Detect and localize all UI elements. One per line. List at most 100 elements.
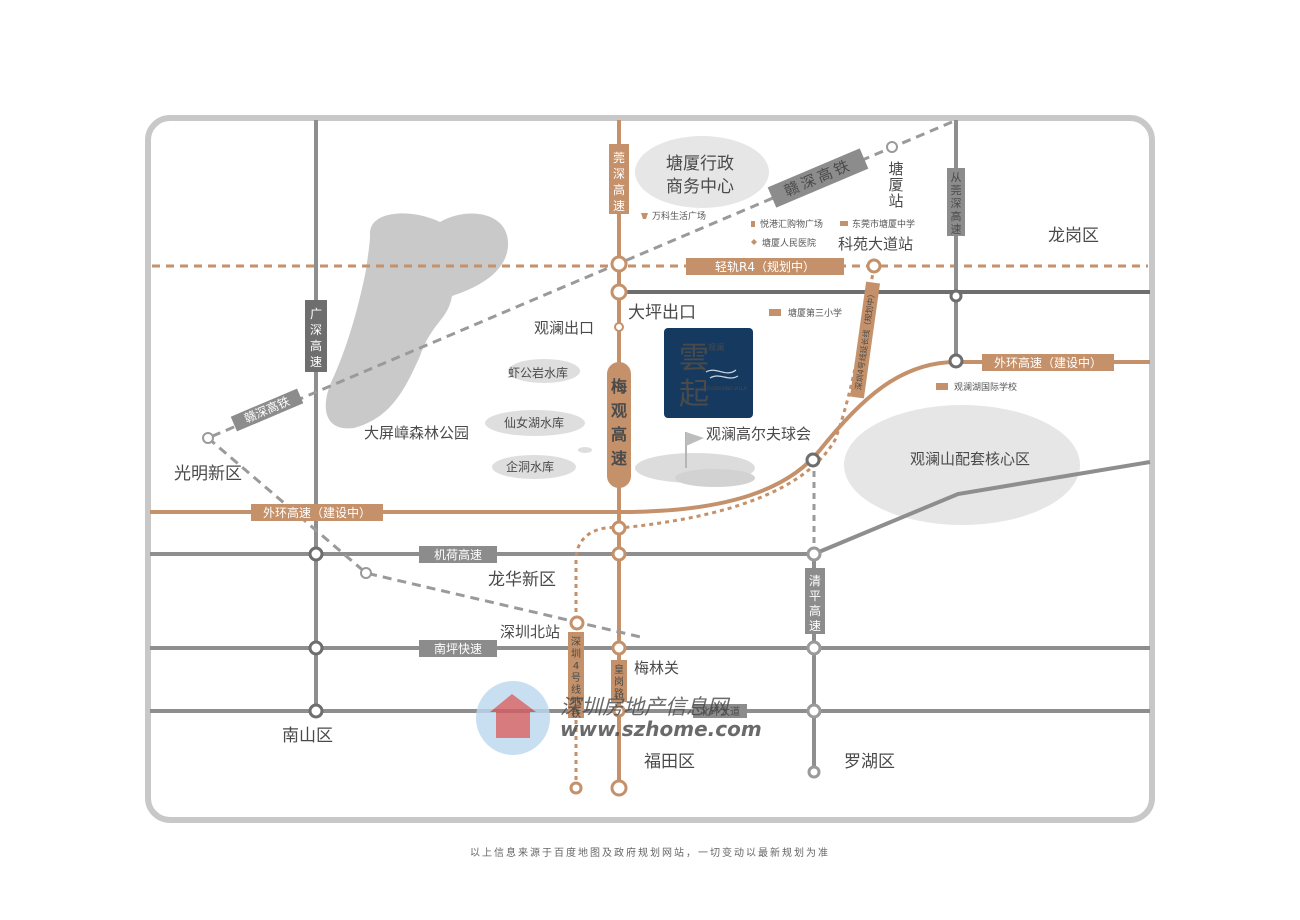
school-icon: [840, 221, 848, 226]
beihuan-label: 北环大道: [700, 705, 740, 718]
footer-disclaimer: 以上信息来源于百度地图及政府规划网站，一切变动以最新规划为准: [470, 848, 830, 859]
project-char-2: 起: [679, 377, 709, 412]
school-icon-3: [936, 383, 948, 390]
node-meiguan-end: [610, 779, 628, 797]
metro4-char-4: 线: [571, 683, 581, 696]
meiguan-badge: [607, 362, 631, 488]
conguan-char-3: 高: [951, 209, 962, 223]
metro-line4-extension: [574, 265, 876, 788]
metro4-char-0: 深: [571, 636, 581, 648]
meiguan-char-1: 观: [611, 401, 627, 420]
huanggang-char-1: 岗: [614, 676, 624, 688]
forest-park-label: 大屏嶂森林公园: [364, 424, 469, 442]
poi-vanke: 万科生活广场: [652, 210, 706, 222]
guangshen-char-1: 深: [310, 323, 322, 337]
district-longhua: 龙华新区: [488, 570, 556, 590]
poi-intl-school: 观澜湖国际学校: [954, 381, 1017, 393]
guanshen-top-char-1: 深: [613, 167, 625, 181]
r4-label: 轻轨R4（规划中）: [715, 259, 815, 274]
shenzhen-north-label: 深圳北站: [500, 623, 560, 641]
daping-exit-label: 大坪出口: [628, 303, 696, 323]
project-logo-box: [664, 328, 753, 418]
guanshen-top-char-0: 莞: [613, 151, 625, 165]
node-daping: [610, 283, 628, 301]
guanshen-top-badge: [609, 144, 629, 214]
guangshen-char-2: 高: [310, 338, 322, 353]
small-pond: [578, 447, 592, 453]
nanping-badge: [419, 640, 497, 657]
poi-yuegang: 悦港汇购物广场: [760, 218, 823, 230]
outer-ring-left-label: 外环高速（建设中）: [263, 505, 371, 520]
guanshen-top-char-3: 速: [613, 199, 625, 213]
beihuan-badge: [693, 704, 747, 718]
poi-third-school: 塘厦第三小学: [788, 307, 842, 319]
guanlan-exit-label: 观澜出口: [534, 319, 594, 337]
ganshen-top-badge: [767, 148, 869, 208]
node-guangshen-jihe: [308, 546, 324, 562]
node-keyuan: [866, 258, 882, 274]
r4-badge: [686, 258, 844, 275]
district-longgang: 龙岗区: [1048, 226, 1099, 246]
tangxia-center-line2: 商务中心: [666, 177, 734, 197]
meiguan-char-3: 速: [611, 449, 627, 468]
node-conguan-outer: [948, 353, 964, 369]
watermark-cn: 深圳房地产信息网: [560, 695, 731, 719]
watermark-url: www.szhome.com: [560, 717, 762, 741]
nanping-label: 南坪快速: [434, 641, 482, 656]
node-meiguan-outer: [611, 520, 627, 536]
node-guangshen-beihuan: [308, 703, 324, 719]
node-qingping-jihe: [806, 546, 822, 562]
poi-dongguan-school: 东莞市塘厦中学: [852, 218, 915, 230]
poi-hospital: 塘厦人民医院: [762, 237, 816, 249]
node-qingping-outer: [805, 452, 821, 468]
conguan-char-1: 莞: [951, 184, 962, 197]
tangxia-center-line1: 塘厦行政: [666, 154, 734, 174]
node-meilinguan: [611, 640, 627, 656]
node-guangshen-nanping: [308, 640, 324, 656]
golf-flag-icon: [686, 432, 704, 446]
hospital-icon: [751, 239, 757, 245]
metro4-char-2: 4: [573, 661, 579, 672]
outer-ring-right-label: 外环高速（建设中）: [994, 355, 1102, 370]
junction-nodes: [202, 141, 964, 797]
district-luohu: 罗湖区: [844, 752, 895, 772]
project-char-1: 雲: [679, 341, 709, 376]
tangxia-station-char-2: 站: [888, 192, 903, 210]
district-nanshan: 南山区: [282, 726, 333, 746]
node-metro4-end: [569, 781, 583, 795]
xiagongyan-reservoir: [508, 359, 580, 383]
node-meiguan-r4: [610, 255, 628, 273]
guanlan-core-area: [844, 405, 1080, 525]
node-conguan-292: [949, 289, 963, 303]
qidong-label: 企洞水库: [506, 459, 554, 474]
huanggang-badge: [611, 660, 627, 702]
conguan-char-2: 深: [951, 197, 962, 210]
outer-ring-expressway: [150, 360, 1150, 514]
node-qingping-beihuan: [806, 703, 822, 719]
qingping-char-1: 平: [809, 589, 821, 603]
guangshen-char-0: 广: [310, 307, 322, 321]
district-futian: 福田区: [644, 752, 695, 772]
shopping-icon: [641, 213, 648, 219]
guanshen-top-char-2: 高: [613, 182, 625, 197]
qingping-badge: [805, 568, 825, 634]
district-guangming: 光明新区: [174, 464, 242, 484]
keyuan-station-label: 科苑大道站: [838, 235, 913, 253]
node-guangming: [202, 432, 214, 444]
jihe-badge: [419, 546, 497, 563]
huanggang-char-0: 皇: [614, 663, 624, 676]
conguan-badge: [947, 168, 965, 236]
metro4-char-3: 号: [571, 672, 581, 684]
golf-course-area-2: [675, 469, 755, 487]
cloud-wave-icon: [705, 369, 739, 379]
tangxia-center-area: [635, 136, 769, 208]
metro4-char-6: 铁: [571, 707, 581, 720]
node-qingping-nanping: [806, 640, 822, 656]
metro4-char-1: 圳: [571, 648, 581, 660]
project-small-tag: 观澜: [708, 343, 724, 352]
node-qingping-end: [807, 765, 821, 779]
watermark-house-icon: [490, 694, 536, 738]
meiguan-char-2: 高: [611, 425, 627, 444]
outer-ring-left-badge: [251, 504, 383, 521]
